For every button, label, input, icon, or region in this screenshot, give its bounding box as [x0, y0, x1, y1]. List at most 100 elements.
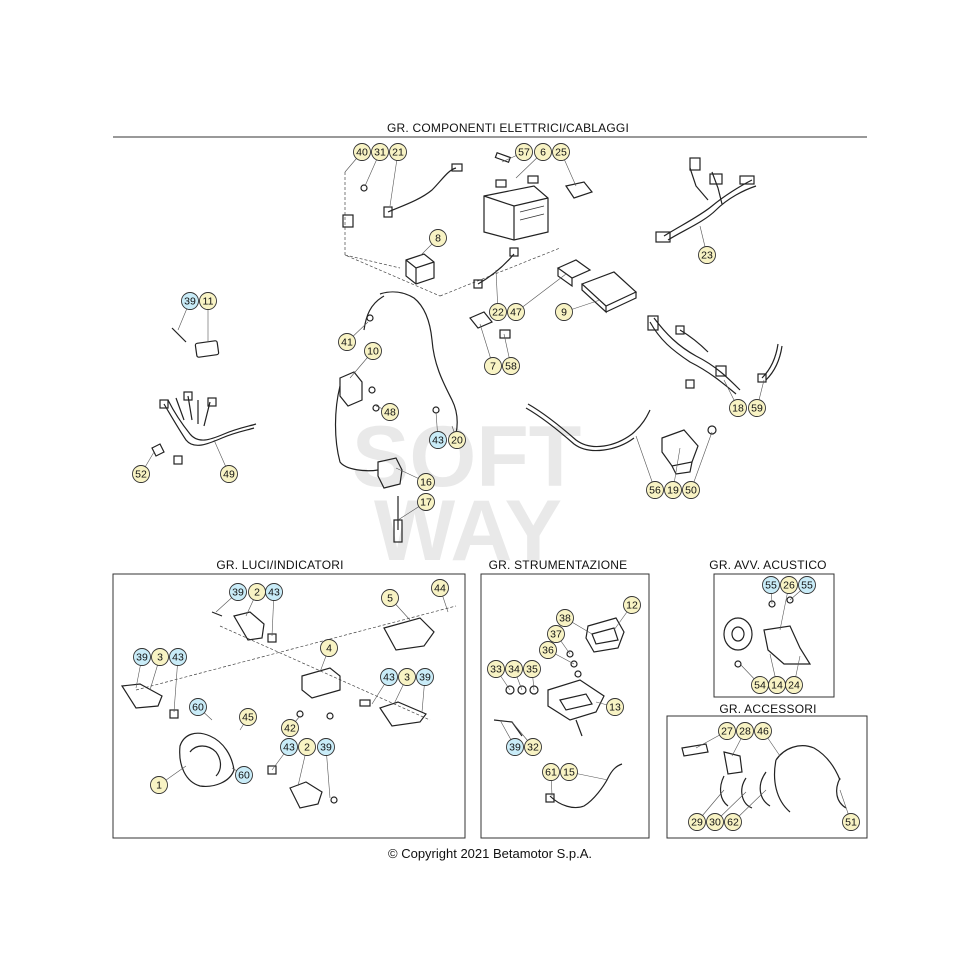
callout-28[interactable]: 28: [736, 722, 754, 740]
callout-2[interactable]: 2: [298, 738, 316, 756]
callout-43[interactable]: 43: [265, 583, 283, 601]
callout-bubble[interactable]: [688, 813, 706, 831]
callout-44[interactable]: 44: [431, 579, 449, 597]
callout-43[interactable]: 43: [280, 738, 298, 756]
callout-46[interactable]: 46: [754, 722, 772, 740]
callout-50[interactable]: 50: [682, 481, 700, 499]
callout-bubble[interactable]: [524, 738, 542, 756]
callout-18[interactable]: 18: [729, 399, 747, 417]
callout-23[interactable]: 23: [698, 246, 716, 264]
callout-24[interactable]: 24: [785, 676, 803, 694]
callout-21[interactable]: 21: [389, 143, 407, 161]
callout-bubble[interactable]: [265, 583, 283, 601]
callout-17[interactable]: 17: [417, 493, 435, 511]
callout-bubble[interactable]: [646, 481, 664, 499]
callout-bubble[interactable]: [507, 303, 525, 321]
callout-bubble[interactable]: [338, 333, 356, 351]
callout-1[interactable]: 1: [150, 776, 168, 794]
callout-bubble[interactable]: [298, 738, 316, 756]
callout-bubble[interactable]: [371, 143, 389, 161]
callout-39[interactable]: 39: [133, 648, 151, 666]
callout-39[interactable]: 39: [229, 583, 247, 601]
callout-55[interactable]: 55: [762, 576, 780, 594]
callout-bubble[interactable]: [785, 676, 803, 694]
callout-15[interactable]: 15: [560, 763, 578, 781]
callout-bubble[interactable]: [417, 473, 435, 491]
callout-43[interactable]: 43: [380, 668, 398, 686]
callout-54[interactable]: 54: [751, 676, 769, 694]
callout-47[interactable]: 47: [507, 303, 525, 321]
callout-bubble[interactable]: [748, 399, 766, 417]
callout-bubble[interactable]: [736, 722, 754, 740]
callout-10[interactable]: 10: [364, 342, 382, 360]
callout-bubble[interactable]: [606, 698, 624, 716]
callout-16[interactable]: 16: [417, 473, 435, 491]
callout-62[interactable]: 62: [724, 813, 742, 831]
callout-bubble[interactable]: [555, 303, 573, 321]
callout-bubble[interactable]: [431, 579, 449, 597]
callout-bubble[interactable]: [429, 229, 447, 247]
callout-bubble[interactable]: [506, 738, 524, 756]
callout-39[interactable]: 39: [416, 668, 434, 686]
callout-bubble[interactable]: [547, 625, 565, 643]
callout-31[interactable]: 31: [371, 143, 389, 161]
callout-39[interactable]: 39: [181, 292, 199, 310]
callout-bubble[interactable]: [280, 738, 298, 756]
callout-bubble[interactable]: [539, 641, 557, 659]
callout-bubble[interactable]: [220, 465, 238, 483]
callout-58[interactable]: 58: [502, 357, 520, 375]
callout-51[interactable]: 51: [842, 813, 860, 831]
callout-bubble[interactable]: [398, 668, 416, 686]
callout-bubble[interactable]: [502, 357, 520, 375]
callout-61[interactable]: 61: [542, 763, 560, 781]
callout-bubble[interactable]: [798, 576, 816, 594]
callout-40[interactable]: 40: [353, 143, 371, 161]
callout-bubble[interactable]: [448, 431, 466, 449]
callout-56[interactable]: 56: [646, 481, 664, 499]
callout-45[interactable]: 45: [239, 708, 257, 726]
callout-29[interactable]: 29: [688, 813, 706, 831]
callout-bubble[interactable]: [523, 660, 541, 678]
callout-39[interactable]: 39: [317, 738, 335, 756]
callout-bubble[interactable]: [489, 303, 507, 321]
callout-27[interactable]: 27: [718, 722, 736, 740]
callout-bubble[interactable]: [150, 776, 168, 794]
callout-60[interactable]: 60: [235, 766, 253, 784]
callout-bubble[interactable]: [623, 596, 641, 614]
callout-bubble[interactable]: [556, 609, 574, 627]
callout-bubble[interactable]: [842, 813, 860, 831]
callout-bubble[interactable]: [729, 399, 747, 417]
callout-2[interactable]: 2: [248, 583, 266, 601]
callout-8[interactable]: 8: [429, 229, 447, 247]
callout-20[interactable]: 20: [448, 431, 466, 449]
callout-bubble[interactable]: [416, 668, 434, 686]
callout-bubble[interactable]: [534, 143, 552, 161]
callout-bubble[interactable]: [429, 431, 447, 449]
callout-bubble[interactable]: [389, 143, 407, 161]
callout-bubble[interactable]: [754, 722, 772, 740]
callout-57[interactable]: 57: [515, 143, 533, 161]
callout-bubble[interactable]: [487, 660, 505, 678]
callout-bubble[interactable]: [698, 246, 716, 264]
callout-bubble[interactable]: [239, 708, 257, 726]
callout-9[interactable]: 9: [555, 303, 573, 321]
callout-bubble[interactable]: [132, 465, 150, 483]
callout-bubble[interactable]: [181, 292, 199, 310]
callout-43[interactable]: 43: [429, 431, 447, 449]
callout-bubble[interactable]: [552, 143, 570, 161]
callout-35[interactable]: 35: [523, 660, 541, 678]
callout-bubble[interactable]: [320, 639, 338, 657]
callout-bubble[interactable]: [542, 763, 560, 781]
callout-25[interactable]: 25: [552, 143, 570, 161]
callout-30[interactable]: 30: [706, 813, 724, 831]
callout-52[interactable]: 52: [132, 465, 150, 483]
callout-11[interactable]: 11: [199, 292, 217, 310]
callout-26[interactable]: 26: [780, 576, 798, 594]
callout-bubble[interactable]: [515, 143, 533, 161]
callout-12[interactable]: 12: [623, 596, 641, 614]
callout-49[interactable]: 49: [220, 465, 238, 483]
callout-bubble[interactable]: [151, 648, 169, 666]
callout-43[interactable]: 43: [169, 648, 187, 666]
callout-bubble[interactable]: [235, 766, 253, 784]
callout-36[interactable]: 36: [539, 641, 557, 659]
